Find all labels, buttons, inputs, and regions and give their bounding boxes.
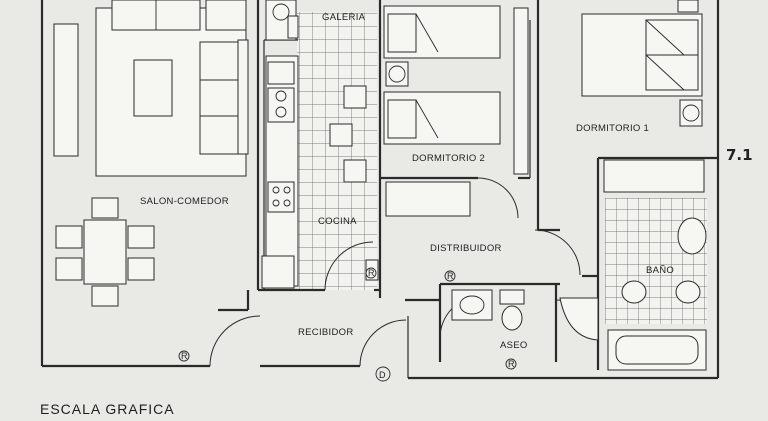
dorm1-furniture: [581, 0, 705, 193]
kitchen-fixtures: [261, 0, 379, 289]
radiator-symbol: R: [508, 359, 515, 369]
label-cocina: COCINA: [318, 216, 357, 227]
label-bano: BAÑO: [646, 265, 674, 276]
radiator-symbol: R: [181, 351, 188, 361]
entrance-circle: [375, 366, 391, 382]
bano-tiles: [605, 198, 707, 324]
aseo-fixtures: [451, 289, 599, 341]
radiator-symbols: R R R R: [178, 267, 517, 370]
label-recibidor: RECIBIDOR: [298, 327, 353, 338]
radiator-symbol: R: [447, 271, 454, 281]
bano-fixtures: [607, 217, 707, 371]
walls: [40, 0, 720, 380]
label-dormitorio-2: DORMITORIO 2: [412, 153, 485, 164]
radiator-symbol: R: [368, 268, 375, 278]
entrance-symbol: D: [379, 370, 386, 380]
label-galeria: GALERIA: [322, 12, 366, 23]
label-dormitorio-1: DORMITORIO 1: [576, 123, 649, 134]
salon-furniture: [53, 0, 249, 307]
dorm2-furniture: [383, 5, 529, 217]
label-aseo: ASEO: [500, 340, 528, 351]
label-salon-comedor: SALON-COMEDOR: [140, 196, 229, 207]
handwritten-annotation: 7.1: [726, 146, 753, 164]
scale-label: ESCALA GRAFICA: [40, 401, 175, 417]
galeria-tiles: [297, 12, 377, 50]
label-distribuidor: DISTRIBUIDOR: [430, 243, 502, 254]
